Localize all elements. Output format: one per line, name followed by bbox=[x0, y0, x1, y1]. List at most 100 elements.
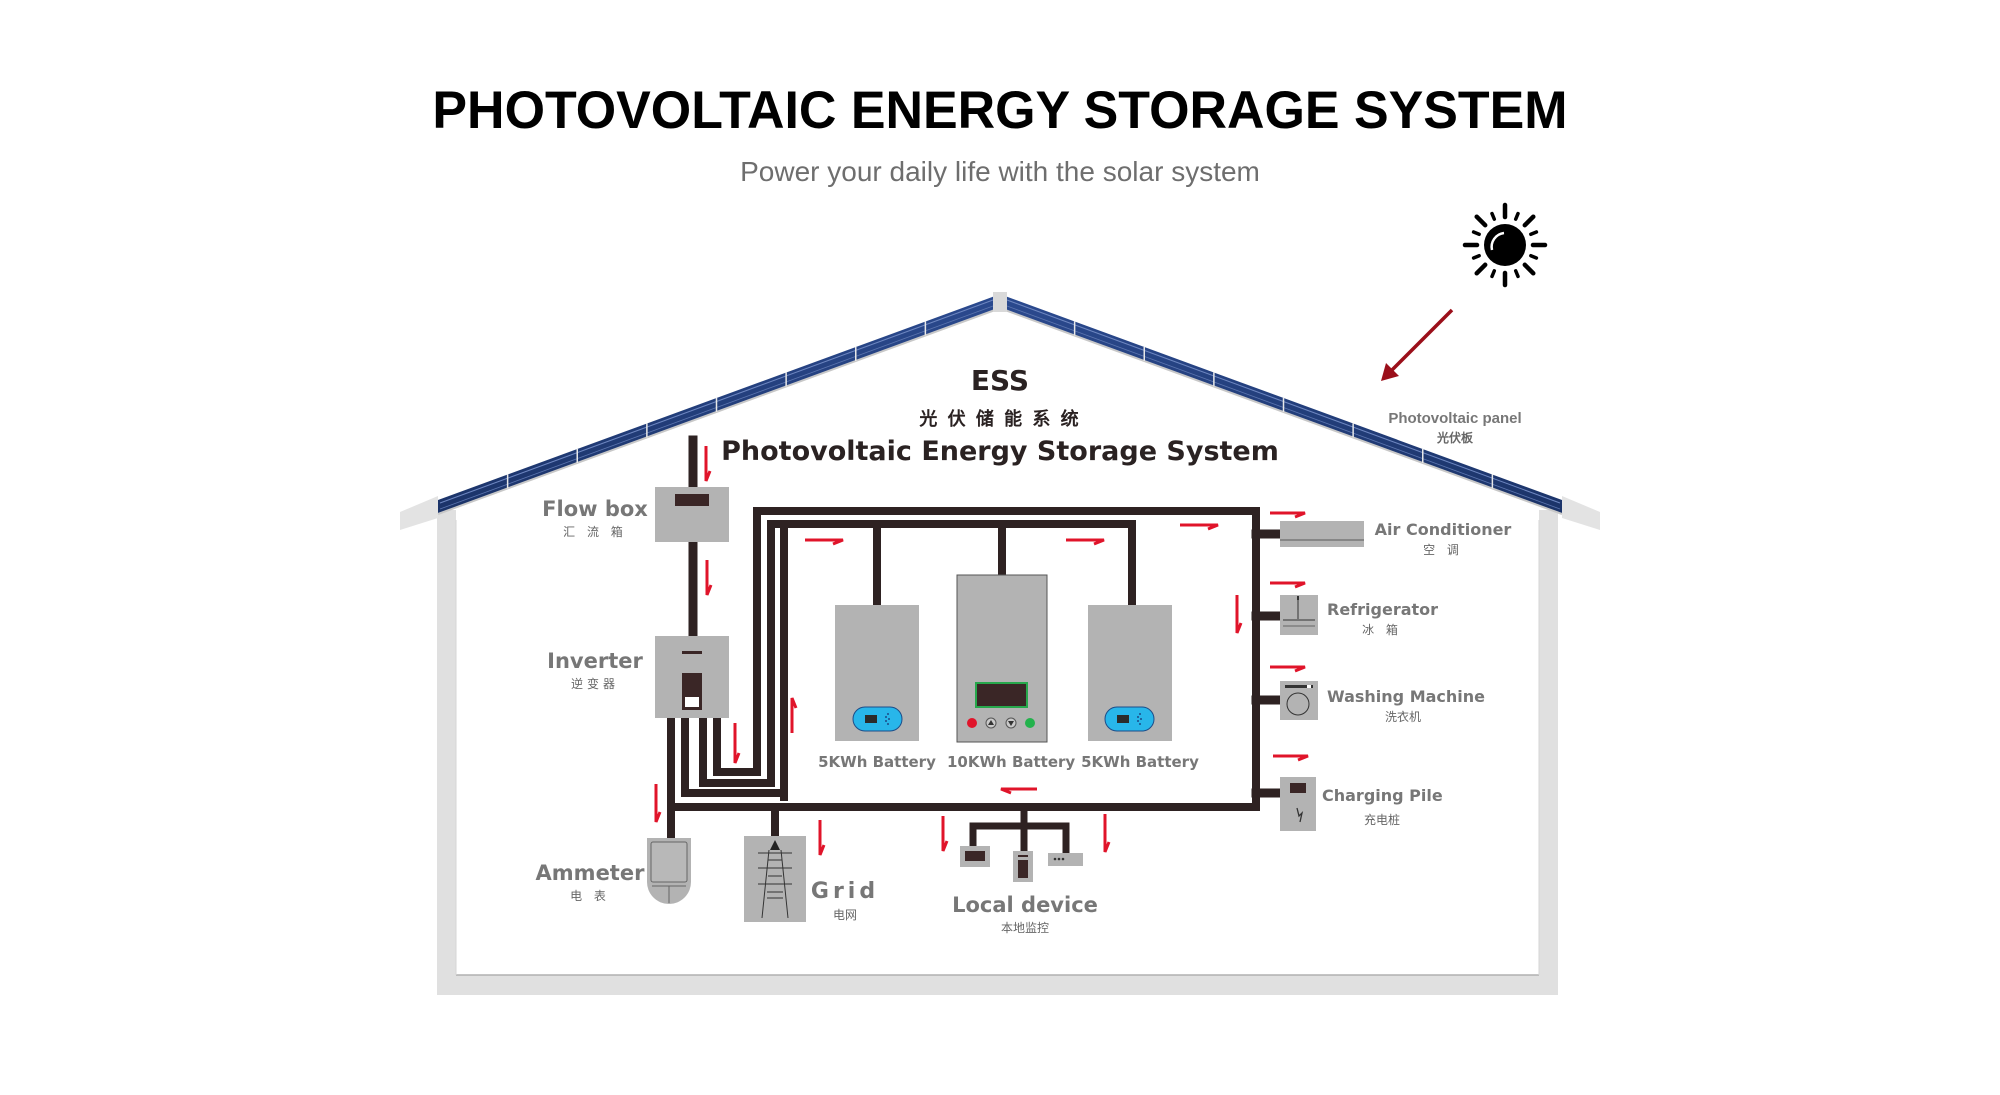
washing-machine-label: Washing Machine 洗衣机 bbox=[1327, 687, 1486, 725]
sun-ray bbox=[1471, 253, 1481, 260]
roof-ridge-cap bbox=[993, 292, 1007, 312]
floor bbox=[437, 975, 1558, 995]
flow-arrow-right bbox=[1270, 665, 1306, 673]
right-wall bbox=[1539, 510, 1558, 995]
local-device-router[interactable] bbox=[1048, 853, 1083, 866]
power-button-icon[interactable] bbox=[967, 718, 977, 728]
left-wall bbox=[437, 510, 456, 995]
flow-arrow-down bbox=[941, 816, 949, 852]
ammeter-device[interactable] bbox=[647, 838, 691, 904]
flow-arrow-down bbox=[705, 560, 713, 596]
sun-ray bbox=[1474, 214, 1488, 228]
flow-arrow-down bbox=[818, 820, 826, 856]
battery-label: 5KWh Battery bbox=[818, 753, 936, 771]
ammeter-label-en: Ammeter bbox=[535, 861, 645, 885]
sun-ray bbox=[1513, 211, 1520, 221]
sun-ray bbox=[1513, 269, 1520, 279]
flow-arrow-right bbox=[1273, 754, 1309, 762]
flow-arrow-right bbox=[1180, 523, 1219, 531]
flow-arrow-down bbox=[1103, 814, 1111, 853]
cable-inverter-return bbox=[681, 714, 788, 797]
power-cables bbox=[667, 435, 1286, 857]
local-device-label-zh: 本地监控 bbox=[1000, 921, 1049, 935]
flow-arrow-down bbox=[1235, 595, 1243, 634]
refrigerator-device[interactable] bbox=[1280, 595, 1318, 635]
sunlight-arrow bbox=[1381, 308, 1454, 381]
flow-arrow-right bbox=[1270, 581, 1306, 589]
charging-pile-label-en: Charging Pile bbox=[1322, 786, 1443, 805]
refrigerator-label-zh: 冰 箱 bbox=[1362, 623, 1402, 637]
grid-tower-device[interactable] bbox=[744, 836, 806, 922]
page-title: PHOTOVOLTAIC ENERGY STORAGE SYSTEM bbox=[432, 81, 1568, 140]
inverter-label-zh: 逆变器 bbox=[570, 677, 619, 691]
confirm-button-icon[interactable] bbox=[1025, 718, 1035, 728]
ammeter-label: Ammeter 电 表 bbox=[530, 861, 650, 904]
charging-pile-label: Charging Pile 充电桩 bbox=[1322, 786, 1443, 828]
flow-arrow-down bbox=[654, 784, 662, 823]
air-conditioner-label: Air Conditioner 空 调 bbox=[1372, 520, 1514, 558]
air-conditioner-label-en: Air Conditioner bbox=[1374, 520, 1512, 539]
house-structure bbox=[400, 496, 1600, 995]
refrigerator-label: Refrigerator 冰 箱 bbox=[1327, 600, 1439, 638]
left-eave bbox=[400, 496, 438, 530]
ess-abbreviation: ESS bbox=[970, 364, 1030, 397]
local-device-tower[interactable] bbox=[1013, 851, 1033, 882]
local-device-label-en: Local device bbox=[952, 893, 1098, 917]
sun-ray bbox=[1490, 211, 1497, 221]
cable-local-branch bbox=[969, 822, 1070, 857]
sun-ray bbox=[1490, 269, 1497, 279]
ess-title-zh: 光 伏 储 能 系 统 bbox=[919, 409, 1081, 430]
flow-box-label-en: Flow box bbox=[542, 497, 648, 521]
inverter-label-en: Inverter bbox=[547, 649, 643, 673]
flow-arrow-down bbox=[704, 446, 712, 482]
battery-10kwh-center[interactable] bbox=[956, 574, 1048, 743]
inverter-label: Inverter 逆变器 bbox=[535, 649, 655, 692]
washing-machine-device[interactable] bbox=[1280, 681, 1318, 720]
charging-pile-label-zh: 充电桩 bbox=[1363, 813, 1400, 827]
ammeter-label-zh: 电 表 bbox=[570, 889, 610, 903]
local-device-label: Local device 本地监控 bbox=[940, 893, 1110, 936]
right-eave bbox=[1562, 496, 1600, 530]
air-conditioner-device[interactable] bbox=[1280, 521, 1364, 547]
cable-main-loop bbox=[667, 507, 1260, 811]
washing-machine-label-zh: 洗衣机 bbox=[1384, 710, 1421, 724]
sun-ray bbox=[1522, 262, 1536, 276]
washing-machine-label-en: Washing Machine bbox=[1327, 687, 1486, 706]
sun-ray bbox=[1522, 214, 1536, 228]
photovoltaic-panel-label: Photovoltaic panel 光伏板 bbox=[1375, 410, 1535, 446]
photovoltaic-roof-panels bbox=[437, 292, 1563, 515]
flow-arrow-down bbox=[733, 723, 741, 764]
battery-label: 5KWh Battery bbox=[1081, 753, 1199, 771]
battery-label: 10KWh Battery bbox=[947, 753, 1076, 771]
sun-ray bbox=[1529, 230, 1539, 237]
flow-box-label: Flow box 汇 流 箱 bbox=[535, 497, 655, 540]
page-subtitle: Power your daily life with the solar sys… bbox=[740, 156, 1260, 187]
photovoltaic-panel-label-zh: 光伏板 bbox=[1436, 431, 1473, 445]
flow-arrow-right bbox=[1270, 511, 1306, 519]
flow-arrow-left bbox=[1000, 787, 1037, 795]
flow-arrows bbox=[654, 446, 1309, 856]
photovoltaic-panel-label-en: Photovoltaic panel bbox=[1388, 410, 1522, 427]
sun-ray bbox=[1529, 253, 1539, 260]
local-device-monitor[interactable] bbox=[960, 846, 990, 867]
air-conditioner-label-zh: 空 调 bbox=[1423, 543, 1463, 557]
flow-box-label-zh: 汇 流 箱 bbox=[563, 525, 627, 539]
ess-title-en: Photovoltaic Energy Storage System bbox=[721, 436, 1279, 467]
grid-label-en: Grid bbox=[810, 879, 880, 904]
sun-icon bbox=[1462, 202, 1548, 288]
flow-box-device[interactable] bbox=[655, 487, 729, 542]
flow-arrow-right bbox=[1066, 538, 1105, 546]
cable-battery-bus bbox=[699, 520, 1136, 787]
charging-pile-device[interactable] bbox=[1280, 777, 1316, 831]
grid-label: Grid 电网 bbox=[805, 879, 885, 923]
sun-ray bbox=[1474, 262, 1488, 276]
refrigerator-label-en: Refrigerator bbox=[1327, 600, 1439, 619]
battery-5kwh-left[interactable] bbox=[835, 605, 919, 741]
battery-5kwh-right[interactable] bbox=[1088, 605, 1172, 741]
sun-ray bbox=[1471, 230, 1481, 237]
inverter-device[interactable] bbox=[655, 636, 729, 718]
flow-arrow-up bbox=[790, 697, 798, 733]
flow-arrow-right bbox=[805, 538, 844, 546]
grid-label-zh: 电网 bbox=[832, 908, 857, 922]
